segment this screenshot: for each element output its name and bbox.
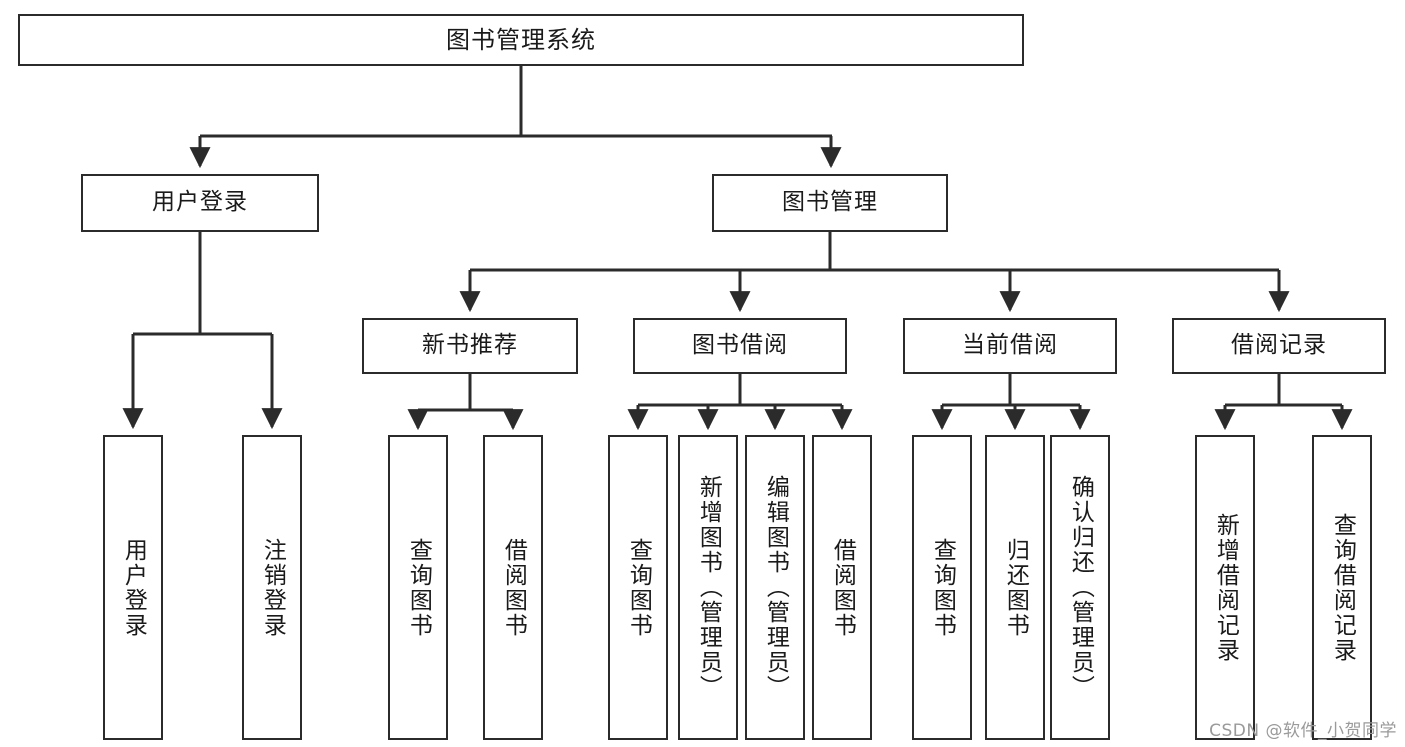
leaf-add-book[interactable]: 新增图书（管理员） <box>678 435 738 740</box>
leaf-label: 借阅图书 <box>829 537 856 638</box>
leaf-label: 查询图书 <box>929 537 956 638</box>
leaf-borrow-book[interactable]: 借阅图书 <box>812 435 872 740</box>
node-borrow-record[interactable]: 借阅记录 <box>1172 318 1386 374</box>
leaf-label: 查询借阅记录 <box>1329 512 1356 663</box>
leaf-edit-book[interactable]: 编辑图书（管理员） <box>745 435 805 740</box>
leaf-label: 查询图书 <box>405 537 432 638</box>
leaf-label: 归还图书 <box>1002 537 1029 638</box>
leaf-user-login[interactable]: 用户登录 <box>103 435 163 740</box>
leaf-return-book[interactable]: 归还图书 <box>985 435 1045 740</box>
leaf-label: 借阅图书 <box>500 537 527 638</box>
leaf-label: 新增借阅记录 <box>1212 512 1239 663</box>
leaf-label: 编辑图书（管理员） <box>762 475 789 700</box>
leaf-label: 新增图书（管理员） <box>695 475 722 700</box>
leaf-query-book-rec[interactable]: 查询图书 <box>388 435 448 740</box>
leaf-logout[interactable]: 注销登录 <box>242 435 302 740</box>
leaf-label: 注销登录 <box>259 537 286 638</box>
leaf-query-book-bor[interactable]: 查询图书 <box>608 435 668 740</box>
node-book-borrow[interactable]: 图书借阅 <box>633 318 847 374</box>
leaf-query-record[interactable]: 查询借阅记录 <box>1312 435 1372 740</box>
leaf-label: 用户登录 <box>120 537 147 638</box>
leaf-label: 查询图书 <box>625 537 652 638</box>
node-current-borrow[interactable]: 当前借阅 <box>903 318 1117 374</box>
node-root-system[interactable]: 图书管理系统 <box>18 14 1024 66</box>
node-new-book-recommendation[interactable]: 新书推荐 <box>362 318 578 374</box>
leaf-query-book-cur[interactable]: 查询图书 <box>912 435 972 740</box>
node-user-login[interactable]: 用户登录 <box>81 174 319 232</box>
csdn-watermark: CSDN @软件_小贺同学 <box>1209 721 1397 741</box>
leaf-label: 确认归还（管理员） <box>1067 475 1094 700</box>
node-book-manage[interactable]: 图书管理 <box>712 174 948 232</box>
leaf-borrow-book-rec[interactable]: 借阅图书 <box>483 435 543 740</box>
leaf-add-record[interactable]: 新增借阅记录 <box>1195 435 1255 740</box>
leaf-confirm-return[interactable]: 确认归还（管理员） <box>1050 435 1110 740</box>
